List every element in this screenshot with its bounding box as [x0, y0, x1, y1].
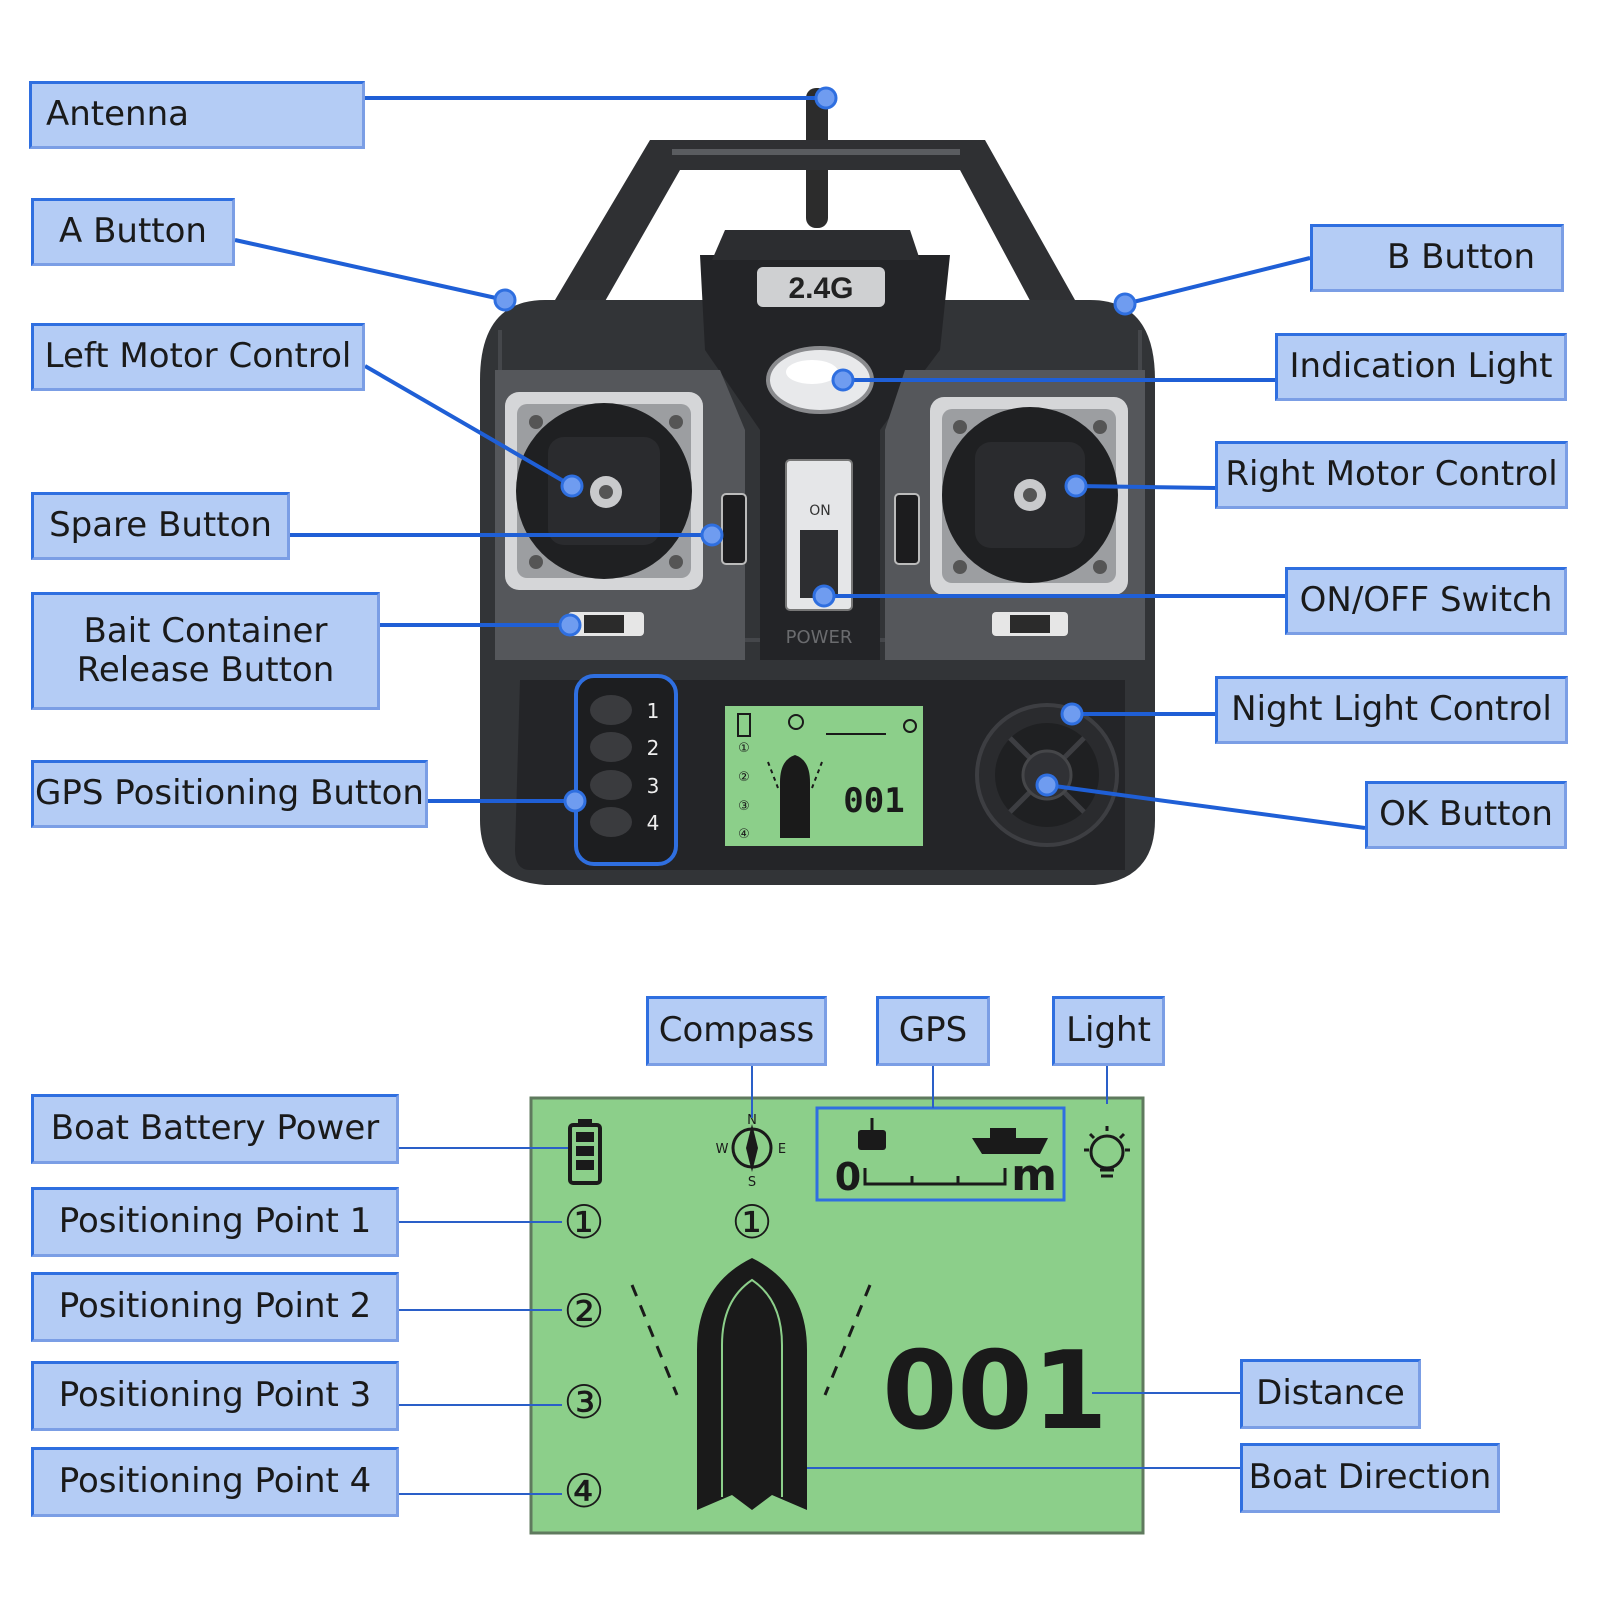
- svg-text:4: 4: [647, 811, 660, 835]
- label-right-motor-control: Right Motor Control: [1215, 441, 1568, 509]
- carry-handle: [555, 140, 1075, 310]
- lcd-screen: [529, 1096, 1145, 1535]
- label-gps-positioning-button: GPS Positioning Button: [31, 760, 428, 828]
- label-spare-button: Spare Button: [31, 492, 290, 560]
- label-ok-button: OK Button: [1365, 781, 1567, 849]
- svg-text:①: ①: [738, 741, 750, 756]
- svg-text:2: 2: [647, 736, 660, 760]
- label-bait-container-release-button: Bait Container Release Button: [31, 592, 380, 710]
- svg-text:1: 1: [647, 699, 660, 723]
- svg-text:ON: ON: [809, 503, 831, 519]
- label-boat-direction: Boat Direction: [1240, 1443, 1500, 1513]
- point-4-icon: ④: [563, 1464, 604, 1518]
- svg-text:W: W: [716, 1142, 729, 1157]
- label-gps: GPS: [876, 996, 990, 1066]
- boat-icon: [972, 1138, 1048, 1154]
- compass-icon: N S W E: [716, 1113, 787, 1190]
- label-bait-line-2: Release Button: [76, 650, 335, 690]
- label-positioning-point-2: Positioning Point 2: [31, 1272, 399, 1342]
- svg-text:0: 0: [835, 1155, 861, 1199]
- svg-text:④: ④: [738, 827, 750, 842]
- label-distance: Distance: [1240, 1359, 1421, 1429]
- left-gimbal: [505, 392, 703, 590]
- label-left-motor-control: Left Motor Control: [31, 323, 365, 391]
- label-boat-battery-power: Boat Battery Power: [31, 1094, 399, 1164]
- light-bulb-icon: [1084, 1126, 1130, 1178]
- spare-button-slider: [721, 493, 747, 565]
- leader-dots-remote: [493, 86, 1137, 813]
- frequency-text: 2.4G: [788, 272, 853, 305]
- svg-text:m: m: [1011, 1150, 1057, 1201]
- point-3-icon: ③: [563, 1375, 604, 1429]
- point-2-icon: ②: [563, 1284, 604, 1338]
- svg-text:E: E: [778, 1142, 786, 1157]
- label-positioning-point-1: Positioning Point 1: [31, 1187, 399, 1257]
- point-1-icon: ①: [563, 1195, 604, 1249]
- controller-icon: [858, 1130, 886, 1150]
- label-positioning-point-3: Positioning Point 3: [31, 1361, 399, 1431]
- label-positioning-point-4: Positioning Point 4: [31, 1447, 399, 1517]
- label-indication-light: Indication Light: [1275, 333, 1567, 401]
- distance-value: 001: [882, 1329, 1107, 1454]
- leader-lines-display: [399, 1066, 1240, 1495]
- label-antenna: Antenna: [29, 81, 365, 149]
- leader-lines-remote: [234, 96, 1366, 830]
- svg-text:3: 3: [647, 774, 660, 798]
- battery-icon: [568, 1119, 602, 1185]
- svg-text:POWER: POWER: [786, 627, 853, 648]
- frequency-plate: [757, 267, 885, 307]
- svg-text:②: ②: [738, 770, 750, 785]
- label-night-light-control: Night Light Control: [1215, 676, 1568, 744]
- label-compass: Compass: [646, 996, 827, 1066]
- boat-direction-icon: [630, 1258, 872, 1510]
- svg-text:N: N: [747, 1113, 757, 1128]
- label-a-button: A Button: [31, 198, 235, 266]
- center-neck: [700, 255, 950, 660]
- svg-text:S: S: [748, 1175, 756, 1190]
- label-b-button: B Button: [1310, 224, 1564, 292]
- right-gimbal: [930, 397, 1128, 595]
- lcd-detail: N S W E 0 m: [529, 1096, 1145, 1535]
- svg-text:001: 001: [843, 781, 904, 821]
- label-on-off-switch: ON/OFF Switch: [1285, 567, 1567, 635]
- active-point-icon: ①: [731, 1195, 772, 1249]
- mini-lcd: ① ② ③ ④ 001: [725, 706, 923, 846]
- label-light: Light: [1052, 996, 1165, 1066]
- svg-text:③: ③: [738, 799, 750, 814]
- label-bait-line-1: Bait Container: [83, 610, 328, 651]
- gps-scale-box: 0 m: [815, 1106, 1066, 1202]
